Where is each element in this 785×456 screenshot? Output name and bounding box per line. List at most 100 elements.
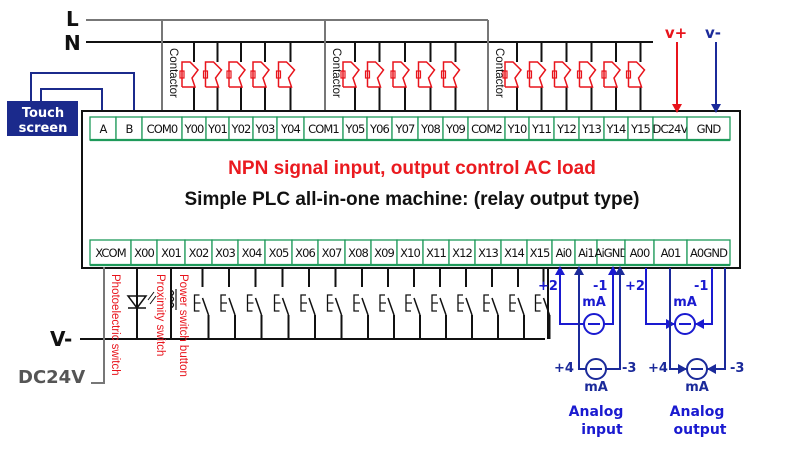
ao-upper-minus: -1 [694, 279, 708, 294]
top-terminal-label: Y10 [507, 122, 528, 136]
ai-upper-wire-minus [604, 268, 614, 325]
sensor-label-photoelectric: Photoelectric switch [109, 274, 121, 376]
light-ray-icon [147, 291, 155, 301]
title-line-1: NPN signal input, output control AC load [228, 158, 596, 179]
touch-screen-label-1: Touch [22, 106, 64, 121]
sensor-label-proximity: Proximity switch [154, 274, 166, 356]
bottom-terminal-cell [448, 239, 476, 266]
ao-lower-minus: -3 [730, 361, 744, 376]
relay-contact-icon [226, 70, 232, 79]
push-button-switch [483, 267, 499, 339]
relay-coil-icon [553, 61, 572, 88]
bottom-terminal-label: X10 [400, 246, 420, 260]
relay-load [625, 42, 646, 112]
switch-contact [201, 297, 210, 316]
relay-coil-icon [366, 61, 385, 88]
bottom-terminal-label: X09 [374, 246, 394, 260]
ai-upper-minus: -1 [593, 279, 607, 294]
ai-lower-plus: +4 [554, 361, 574, 376]
rs485-wire-b [30, 72, 135, 112]
relay-load [275, 42, 296, 112]
top-terminal-label: Y07 [395, 122, 416, 136]
ai1-arrow-icon [574, 266, 584, 275]
ao-upper-plus: +2 [625, 279, 645, 294]
bottom-terminal-label: X05 [269, 246, 289, 260]
push-button-switch [300, 267, 316, 339]
sensor-label-power-button: Power switch button [177, 274, 189, 377]
bottom-terminal-cell [500, 239, 528, 266]
relay-load [202, 42, 223, 112]
ai-lower-wire-minus [606, 268, 621, 370]
relay-load [340, 42, 360, 112]
top-terminal-label: COM1 [308, 122, 339, 136]
relay-load [440, 42, 461, 112]
relay-contact-icon [340, 70, 346, 79]
ai0-arrow-icon [555, 266, 565, 275]
relay-contact-icon [250, 70, 256, 79]
bottom-terminal-label: A00 [630, 246, 650, 260]
bottom-terminal-label: X11 [426, 246, 446, 260]
bottom-terminal-label: X06 [295, 246, 315, 260]
relay-coil-icon [252, 61, 270, 88]
top-terminal-label: GND [697, 122, 722, 136]
relay-coil-icon [417, 61, 436, 88]
switch-contact [254, 297, 263, 316]
relay-load [576, 42, 597, 112]
bottom-terminal-label: A01 [661, 246, 681, 260]
ao-upper-arrow-out-icon [695, 319, 704, 329]
relay-load [551, 42, 572, 112]
relay-contact-icon [364, 70, 371, 79]
bottom-terminal-label: X02 [189, 246, 209, 260]
switch-contact [465, 297, 473, 316]
supply-v-plus: v+ [665, 24, 687, 113]
switch-contact [361, 297, 369, 316]
top-terminal-label: Y01 [207, 122, 228, 136]
ao-upper-wire-minus [695, 268, 713, 325]
analog-input-label-1: Analog [569, 404, 624, 420]
switch-contact [308, 297, 316, 316]
switch-contact [228, 297, 236, 316]
line-N-label: N [64, 31, 81, 55]
push-button-switch [405, 267, 421, 339]
bottom-terminal-cell [344, 239, 372, 266]
rs485-wire-a [40, 88, 103, 112]
v-minus-input-label: V- [50, 327, 72, 351]
relay-load [226, 42, 246, 112]
dc24v-wire [91, 267, 105, 384]
ai-upper-unit: mA [582, 295, 606, 310]
top-terminal-label: Y02 [231, 122, 252, 136]
top-terminal-label: COM2 [471, 122, 502, 136]
relay-contact-icon [502, 70, 508, 79]
light-ray-icon [149, 295, 157, 305]
relay-contact-icon [275, 70, 282, 79]
proximity-coil-icon [169, 289, 175, 309]
relay-contact-icon [576, 70, 583, 79]
bottom-terminal-label: X01 [161, 246, 181, 260]
ai-lower-wire-plus [578, 268, 586, 370]
switch-contact [517, 297, 525, 316]
ai-upper-wire-plus [559, 268, 584, 325]
switch-contact [491, 297, 499, 316]
relay-load [526, 42, 547, 112]
relay-load [502, 42, 522, 112]
switch-contact [387, 297, 395, 316]
push-button-switch [353, 267, 369, 339]
relay-outputs [179, 42, 646, 112]
v-plus-label: v+ [665, 24, 687, 42]
relay-coil-icon [228, 61, 246, 88]
relay-coil-icon [578, 61, 597, 88]
top-terminal-label: Y13 [581, 122, 602, 136]
relay-contact-icon [625, 70, 632, 79]
bottom-terminal-label: X13 [478, 246, 498, 260]
push-button-switch [246, 267, 263, 339]
contactor-label: Contactor [330, 48, 342, 98]
relay-load [179, 42, 199, 112]
ao-upper-wire-plus [645, 268, 675, 325]
aignd-arrow-icon [608, 266, 618, 275]
relay-contact-icon [179, 70, 185, 79]
relay-coil-icon [442, 61, 461, 88]
top-terminal-label: Y11 [531, 122, 552, 136]
ao-upper-unit: mA [673, 295, 697, 310]
contactor-label: Contactor [493, 48, 505, 98]
